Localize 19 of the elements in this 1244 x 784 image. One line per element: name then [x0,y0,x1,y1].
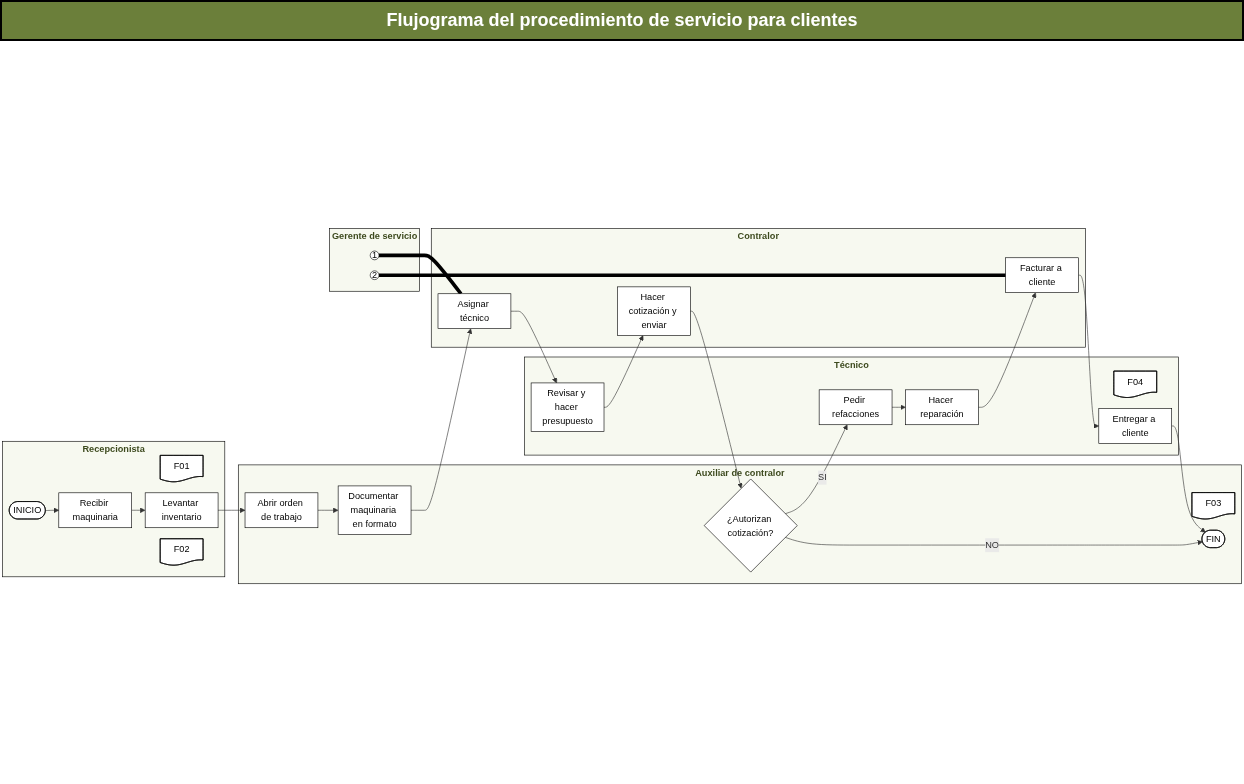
node-box: Hacer cotización y enviar [617,286,691,336]
node-circle: 1 [369,250,380,260]
node-circle: 2 [369,270,380,280]
node-box: Levantar inventario [144,492,219,528]
node-diamond: ¿Autorizan cotización? [703,478,798,573]
node-box: Facturar a cliente [1005,257,1079,293]
node-box: Asignar técnico [437,293,512,329]
edge-label: SI [818,471,827,483]
node-box: Entregar a cliente [1098,408,1172,444]
node-box: Abrir orden de trabajo [244,492,319,528]
edge-label: NO [985,539,999,550]
node-box: Hacer reparación [905,389,979,425]
connector [379,253,463,295]
title-banner: Flujograma del procedimiento de servicio para clientes [0,0,1244,41]
connector [379,273,1006,277]
node-box: Pedir refacciones [818,389,893,425]
node-box: Documentar maquinaria en formato [337,485,412,535]
node-box: Recibir maquinaria [58,492,132,528]
node-box: Revisar y hacer presupuesto [530,382,605,432]
